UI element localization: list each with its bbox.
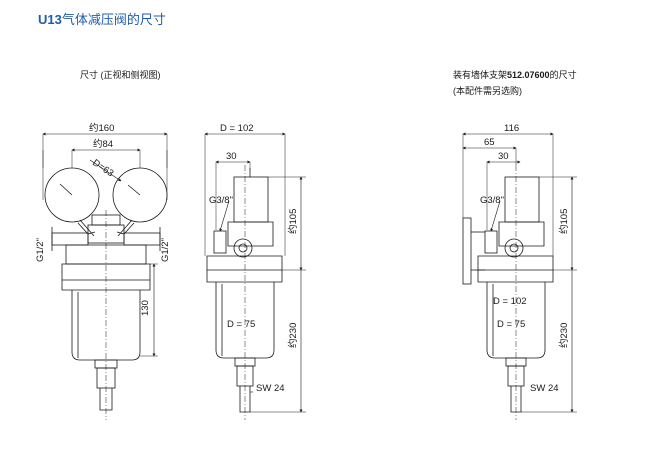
wall-bracket-view-drawing <box>462 132 577 420</box>
caption-front-side: 尺寸 (正视和侧视图) <box>80 70 161 80</box>
front-thread-left-label: G1/2" <box>35 238 46 262</box>
side-height-upper-label: 约105 <box>287 209 299 234</box>
front-height-label: 130 <box>140 300 151 316</box>
wall-wrench-label: SW 24 <box>530 383 559 394</box>
title-code: U13 <box>38 12 62 27</box>
wall-height-upper-label: 约105 <box>558 209 570 234</box>
wall-offset-label: 30 <box>498 151 509 162</box>
wall-height-lower-label: 约230 <box>558 323 570 348</box>
caption-optional: (本配件需另选购) <box>453 86 522 96</box>
front-thread-right-label: G1/2" <box>160 238 171 262</box>
front-width-outer-label: 约160 <box>89 122 114 134</box>
page-title: U13气体减压阀的尺寸 <box>38 9 166 28</box>
wall-port-thread-label: G3/8" <box>480 195 504 206</box>
side-diameter-top-label: D = 102 <box>220 123 254 134</box>
gauge-diameter-label: D=63 <box>90 157 115 179</box>
side-offset-label: 30 <box>226 151 237 162</box>
wall-diameter-bowl-label: D = 75 <box>497 319 525 330</box>
wall-width-mid-label: 65 <box>484 137 495 148</box>
side-diameter-bowl-label: D = 75 <box>227 319 255 330</box>
side-height-lower-label: 约230 <box>287 323 299 348</box>
caption-wall-bracket: 装有墙体支架512.07600的尺寸 <box>453 70 577 80</box>
front-width-gauges-label: 约84 <box>93 138 113 150</box>
wall-diameter-top-label: D = 102 <box>493 296 527 307</box>
title-text: 气体减压阀的尺寸 <box>61 12 166 27</box>
wall-width-total-label: 116 <box>504 123 519 134</box>
front-view-drawing <box>42 132 168 420</box>
side-port-thread-label: G3/8" <box>209 195 233 206</box>
side-view-drawing <box>204 132 306 420</box>
side-wrench-label: SW 24 <box>256 383 285 394</box>
